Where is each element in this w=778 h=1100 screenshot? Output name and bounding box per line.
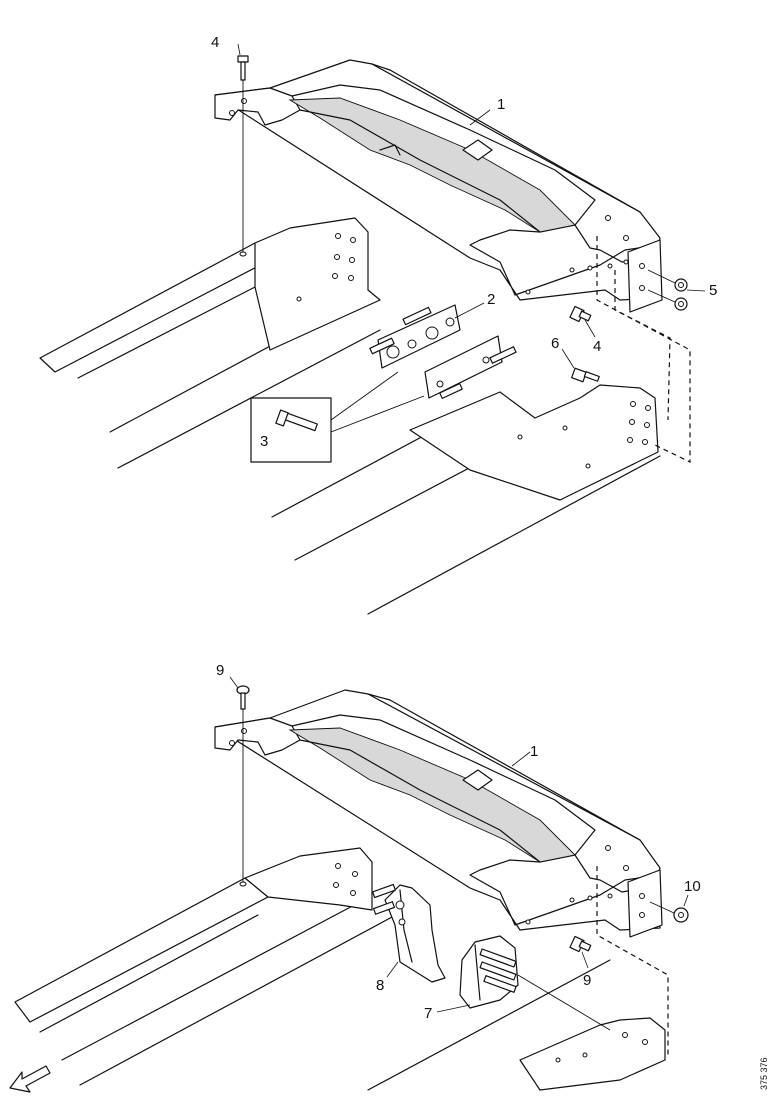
crossmember-top: [214, 59, 663, 313]
callout-1-top: 1: [497, 96, 505, 113]
bracket-8: [372, 883, 446, 983]
bolt-6: [571, 367, 600, 383]
callout-4-lower: 4: [593, 338, 601, 355]
callout-9-top: 9: [216, 662, 224, 679]
frame-rail-right-bottom: [367, 959, 666, 1091]
bolt-9-top: [236, 685, 250, 887]
nuts-5: [647, 269, 688, 311]
callout-1-bottom: 1: [530, 743, 538, 760]
nut-10: [649, 901, 689, 923]
callout-2: 2: [487, 291, 495, 308]
callout-3: 3: [260, 433, 268, 450]
callout-6: 6: [551, 335, 559, 352]
bracket-plates-top: [369, 304, 517, 399]
detail-inset-bolt: [250, 371, 425, 463]
callout-5: 5: [709, 282, 717, 299]
drawing-reference-number: 375 376: [759, 1057, 769, 1090]
frame-rail-right-top: [271, 384, 661, 615]
dashed-alignment-top: [596, 236, 691, 463]
bottom-figure: 1 7 8 9 9 10: [9, 662, 701, 1093]
callout-7: 7: [424, 1005, 432, 1022]
bolt-9-lower: [569, 935, 592, 953]
callout-4-top: 4: [211, 34, 219, 51]
callout-8: 8: [376, 977, 384, 994]
leaders-bottom: [229, 676, 689, 1013]
dashed-alignment-bottom: [596, 866, 669, 1055]
callout-9-lower: 9: [583, 972, 591, 989]
bolt-top-left: [237, 55, 249, 257]
forward-arrow-icon: [9, 1065, 51, 1093]
bracket-7: [459, 935, 611, 1031]
leaders-top: [237, 43, 706, 369]
crossmember-bottom: [214, 689, 663, 938]
top-figure: 1 2 3 4 4 5 6: [39, 34, 717, 615]
bolt-4-lower: [569, 305, 592, 323]
callout-10: 10: [684, 878, 701, 895]
frame-rail-left-bottom: [14, 847, 393, 1086]
frame-rail-left-top: [39, 217, 381, 469]
